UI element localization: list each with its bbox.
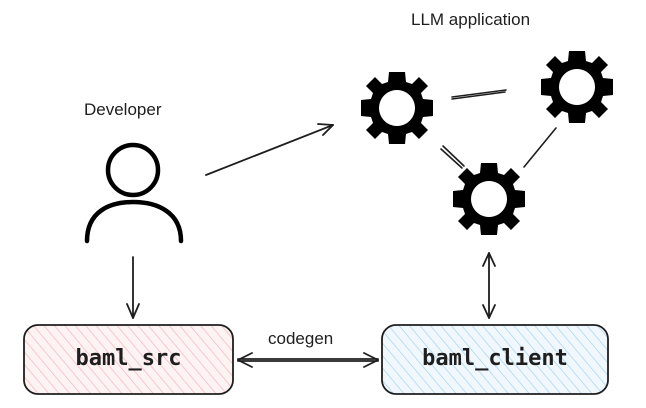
gear-icon xyxy=(541,51,613,123)
developer-label: Developer xyxy=(84,100,162,119)
arrow-developer-to-src xyxy=(126,256,140,319)
user-icon xyxy=(84,142,184,244)
connector-line xyxy=(523,127,557,168)
arrow-developer-to-app xyxy=(205,123,334,176)
connector-line xyxy=(451,89,507,98)
baml-client-box xyxy=(381,324,609,395)
gear-connectors xyxy=(440,89,557,169)
codegen-label: codegen xyxy=(268,329,334,348)
baml-client-label: baml_client xyxy=(422,346,568,371)
baml-src-label: baml_src xyxy=(75,346,182,371)
gear-icon xyxy=(453,163,525,235)
app-label: LLM application xyxy=(411,10,531,29)
gear-icon xyxy=(361,72,433,144)
arrow-client-gear xyxy=(482,252,496,319)
arrow-codegen xyxy=(237,352,379,368)
baml-src-box xyxy=(23,324,234,395)
connector-line xyxy=(440,148,463,169)
connector-line xyxy=(442,145,465,167)
connector-line xyxy=(451,91,506,100)
